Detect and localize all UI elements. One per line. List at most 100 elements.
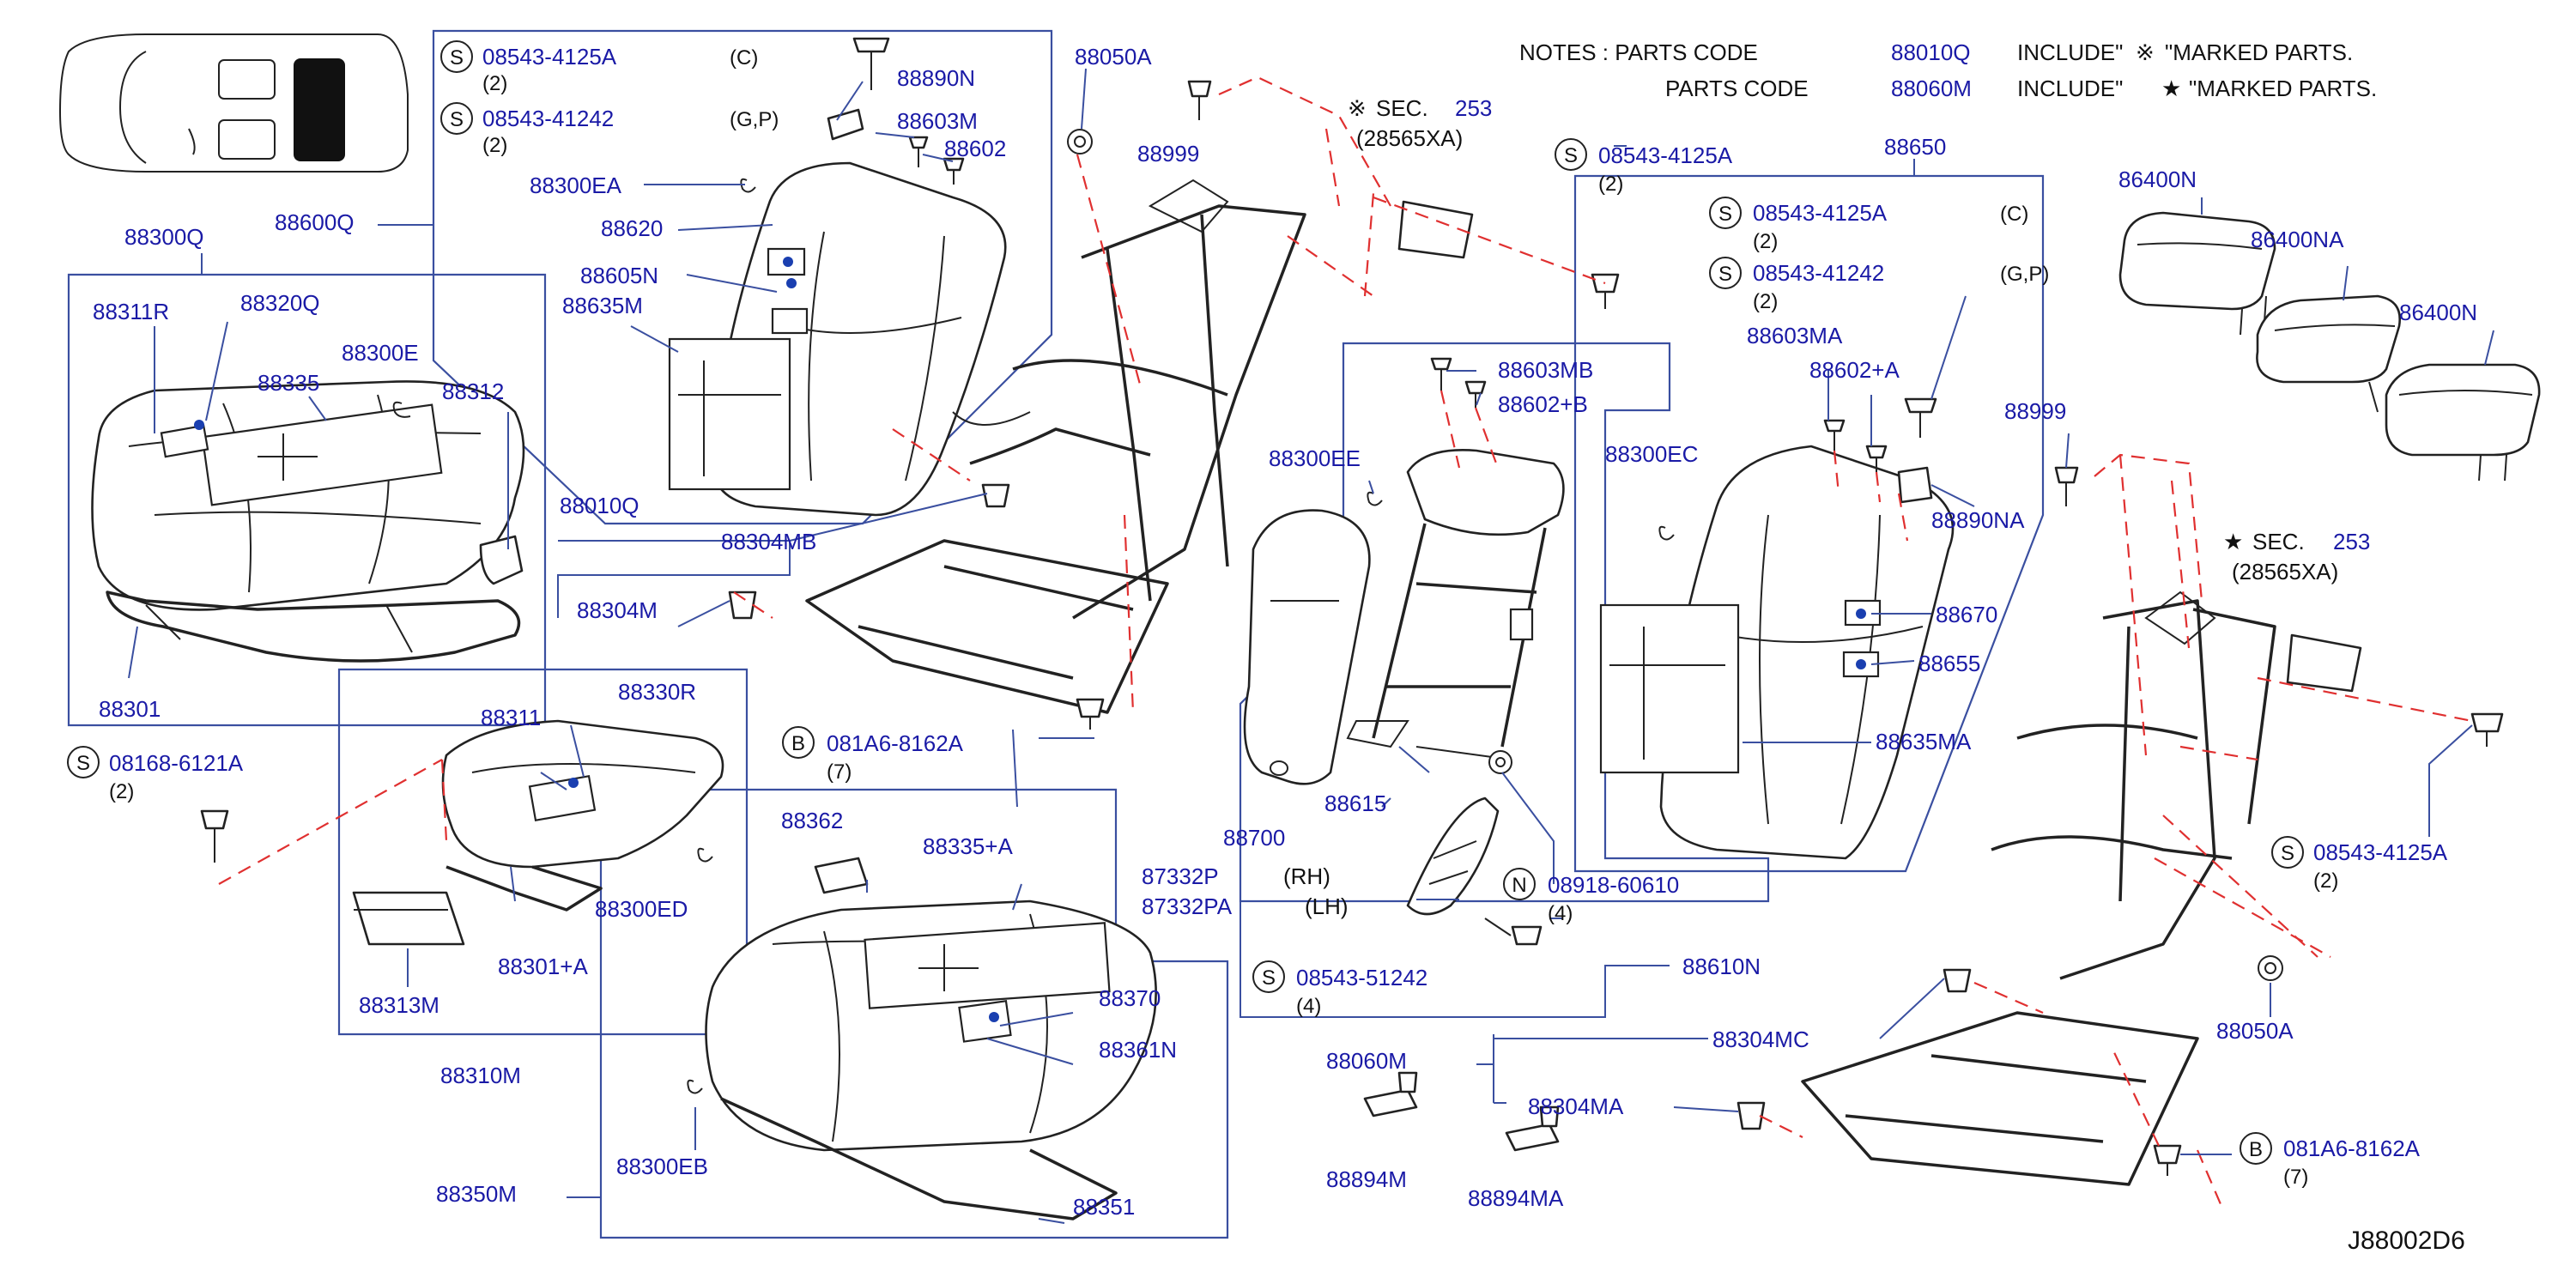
label-86400NA: 86400NA (2251, 227, 2344, 252)
label-s5-qty: (2) (1753, 230, 1778, 253)
label-88670: 88670 (1936, 602, 1997, 627)
bolt-88999-top (1187, 80, 1212, 120)
armrest-88700 (1243, 509, 1371, 785)
s-marker-4 (67, 746, 100, 778)
label-88605N: 88605N (580, 263, 658, 288)
label-88603MB: 88603MB (1498, 357, 1593, 383)
b-marker-1 (782, 726, 815, 759)
labels: 08543-4125A (2) (C) 08543-41242 (2) (G,P… (93, 44, 2477, 1255)
seat-frame-right (1801, 591, 2276, 1186)
leader-lines (128, 68, 2494, 1224)
label-s3-qty: (2) (109, 780, 134, 803)
latch-88894MA (1505, 1105, 1560, 1152)
grommet-88304MA (1737, 1101, 1766, 1130)
label-88602B: 88602+B (1498, 391, 1588, 417)
notes-line2-prefix: PARTS CODE (1665, 76, 1809, 101)
label-s6-code: 08543-41242 (1753, 260, 1884, 286)
grommet-88304MC (1943, 968, 1972, 993)
label-88300ED: 88300ED (595, 896, 688, 922)
label-88300E: 88300E (342, 340, 419, 366)
label-s7-qty: (2) (2313, 869, 2338, 893)
label-88304M: 88304M (577, 597, 658, 623)
label-88370: 88370 (1099, 985, 1161, 1011)
dashed-88310M (218, 759, 448, 885)
label-88320Q: 88320Q (240, 290, 320, 316)
label-88050A-top: 88050A (1075, 44, 1152, 70)
notes-line2-mark: ★ (2161, 76, 2181, 101)
s-marker-7 (1709, 257, 1742, 289)
back-frame-88610N (1346, 449, 1565, 760)
dashed-guides-right (1759, 453, 2473, 1211)
label-sec-top-part: (28565XA) (1356, 125, 1463, 151)
label-88304MB: 88304MB (721, 529, 816, 554)
s-marker-3 (1555, 138, 1587, 171)
sensor-28565XA-right (2286, 633, 2362, 693)
svg-text:S: S (76, 752, 90, 775)
label-88700: 88700 (1223, 825, 1285, 851)
label-88350M: 88350M (436, 1181, 517, 1207)
svg-text:N: N (1512, 874, 1526, 897)
svg-text:S: S (1718, 263, 1732, 286)
car-locator-icon (58, 33, 409, 173)
label-sec-right-code: SEC. (2252, 529, 2305, 554)
clip-88300ED (697, 847, 713, 863)
label-88010Q: 88010Q (560, 493, 639, 518)
label-88300EE: 88300EE (1269, 445, 1361, 471)
label-88304MA: 88304MA (1528, 1093, 1624, 1119)
label-88351: 88351 (1073, 1194, 1135, 1220)
clip-88602B (1464, 380, 1487, 408)
label-sec-top-num: 253 (1455, 95, 1492, 121)
seat-back-88600Q (668, 161, 1007, 517)
headrest-86400N-a (2118, 211, 2276, 336)
label-s1-var: (C) (730, 46, 758, 70)
clip-88602 (943, 157, 965, 185)
dashed-88650 (1833, 450, 1909, 542)
bolt-08543-4125A-top (1591, 273, 1620, 309)
notes-line2-include: INCLUDE" (2017, 76, 2123, 101)
label-b1-qty: (7) (827, 760, 852, 784)
bracket-88890NA (1897, 466, 1933, 504)
notes-line1-include: INCLUDE" (2017, 39, 2123, 65)
headrest-86400N-b (2385, 363, 2541, 482)
trim-88312 (479, 535, 524, 585)
s-marker-6 (1709, 197, 1742, 229)
notes-block: NOTES : PARTS CODE 88010Q INCLUDE" ※ "MA… (1519, 39, 2377, 101)
label-88330R: 88330R (618, 679, 696, 705)
label-88603M: 88603M (897, 108, 978, 134)
circled-letters: S S S B S N S S S S B (67, 40, 2304, 1165)
bolt-08543-4125A-right (2470, 712, 2504, 747)
label-s5-code: 08543-4125A (1753, 200, 1888, 226)
label-88304MC: 88304MC (1712, 1027, 1809, 1052)
dashed-guides-left (733, 76, 1606, 713)
label-88300EA: 88300EA (530, 173, 622, 198)
label-s2-qty: (2) (482, 134, 507, 157)
label-88610N: 88610N (1682, 954, 1761, 979)
label-88890N: 88890N (897, 65, 975, 91)
label-88050A-right: 88050A (2216, 1018, 2294, 1044)
label-88894MA: 88894MA (1468, 1185, 1564, 1211)
notes-line2-code: 88060M (1891, 76, 1972, 101)
label-88635MA: 88635MA (1876, 729, 1972, 754)
bolt-top-clip (852, 37, 890, 90)
clip-88300EE (1367, 491, 1383, 506)
label-88600Q: 88600Q (275, 209, 355, 235)
label-sec-right-mark: ★ (2223, 529, 2243, 554)
sensor-28565XA-top (1397, 200, 1474, 259)
s-marker-2 (440, 102, 473, 135)
label-88999-right: 88999 (2004, 398, 2066, 424)
bolt-081A6-8162A-right (2153, 1144, 2182, 1176)
label-lh: (LH) (1305, 893, 1349, 919)
label-s2-code: 08543-41242 (482, 106, 614, 131)
label-88300Q: 88300Q (124, 224, 204, 250)
clip-88603M (908, 136, 929, 167)
label-88361N: 88361N (1099, 1037, 1177, 1063)
s-marker-5 (1252, 960, 1285, 993)
notes-line1-suffix: "MARKED PARTS. (2165, 39, 2353, 65)
label-88335A: 88335+A (923, 833, 1013, 859)
label-88650: 88650 (1884, 134, 1946, 160)
grommet-88304M (728, 591, 757, 620)
svg-text:S: S (1564, 144, 1578, 167)
label-88602A: 88602+A (1809, 357, 1900, 383)
label-86400N-b: 86400N (2399, 300, 2477, 325)
headrest-86400NA (2256, 294, 2402, 413)
